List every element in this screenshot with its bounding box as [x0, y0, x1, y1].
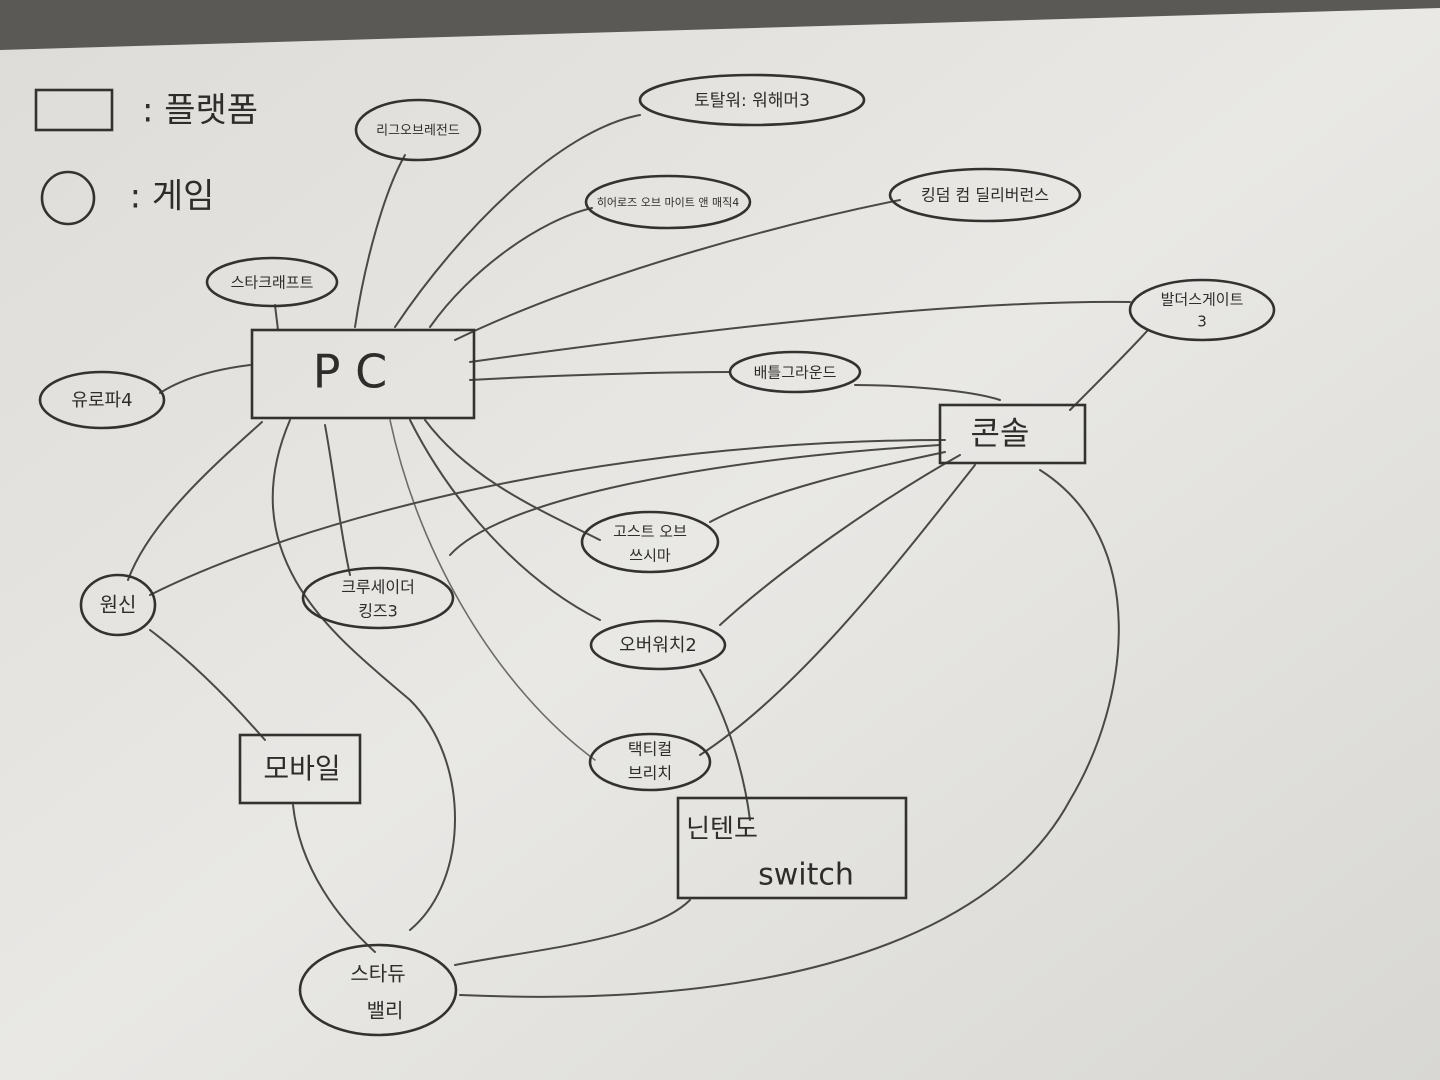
edge-pc-tactics — [389, 419, 596, 761]
game-crusader-label-line2: 킹즈3 — [358, 602, 398, 621]
game-battleground-ellipse — [728, 350, 862, 394]
edge-pc-kingdom — [454, 199, 901, 341]
game-baldurs-label-line1: 발더스게이트 — [1161, 291, 1244, 309]
game-overwatch-ellipse — [589, 619, 727, 671]
edge-pc-totalwar — [394, 114, 641, 328]
edge-pc-league — [354, 154, 406, 328]
legend-game-label: : 게임 — [130, 177, 215, 217]
game-stardew-label-line1: 스타듀 — [350, 962, 405, 986]
legend: : 플랫폼 : 게임 — [34, 88, 258, 226]
connection-lines — [127, 114, 1149, 998]
edge-pc-crusader — [324, 424, 351, 576]
game-starcraft-ellipse — [205, 256, 339, 308]
game-heroes-label: 히어로즈 오브 마이트 앤 매직4 — [597, 195, 739, 209]
edge-console-stardew — [459, 469, 1120, 998]
game-heroes-ellipse — [584, 174, 752, 230]
game-labels: 스타크래프트 리그오브레전드 토탈워: 워해머3 히어로즈 오브 마이트 앤 매… — [71, 91, 1243, 1023]
game-baldurs-label-line2: 3 — [1197, 313, 1207, 331]
edge-switch-stardew — [454, 899, 691, 966]
edge-pc-genshin — [127, 421, 263, 581]
game-totalwar-ellipse — [638, 73, 866, 127]
platform-switch-box — [676, 796, 908, 900]
edge-console-tactics — [699, 464, 976, 756]
platform-mobile-label: 모바일 — [263, 752, 340, 785]
edge-console-ghost — [709, 451, 946, 523]
game-stardew-ellipse — [298, 943, 458, 1037]
game-starcraft-label: 스타크래프트 — [231, 274, 314, 292]
platform-console-label: 콘솔 — [971, 414, 1030, 452]
legend-platform-symbol — [34, 88, 114, 132]
game-crusader-label-line1: 크루세이더 — [341, 578, 415, 597]
game-kingdom-ellipse — [888, 167, 1082, 223]
platform-nodes — [238, 328, 1087, 900]
edge-pc-heroes — [429, 207, 593, 328]
game-baldurs-ellipse — [1128, 278, 1276, 342]
game-totalwar-label: 토탈워: 워해머3 — [694, 91, 810, 111]
edge-switch-overwatch — [699, 669, 751, 821]
edge-pc-ghost — [424, 419, 601, 541]
game-ghost-label-line2: 쓰시마 — [629, 547, 671, 565]
platform-switch-label-line1: 닌텐도 — [686, 815, 758, 845]
game-overwatch-label: 오버워치2 — [619, 635, 697, 656]
edge-console-crusader — [449, 444, 941, 556]
game-genshin-ellipse — [79, 573, 157, 637]
edge-pc-baldurs — [469, 300, 1131, 363]
game-league-ellipse — [354, 98, 482, 162]
platform-labels: P C 콘솔 모바일 닌텐도 switch — [263, 345, 1029, 893]
edge-pc-starcraft — [274, 304, 279, 331]
platform-switch-label-line2: switch — [758, 858, 854, 893]
legend-platform-label: : 플랫폼 — [142, 91, 258, 131]
edge-console-battleground — [854, 384, 1001, 401]
platform-pc-box — [250, 328, 476, 420]
game-europa-ellipse — [38, 370, 166, 430]
game-tactics-label-line1: 택티컬 — [628, 740, 672, 759]
game-genshin-label: 원신 — [100, 593, 137, 617]
platform-console-box — [938, 403, 1087, 465]
platform-mobile-box — [238, 733, 362, 805]
edge-pc-stardew — [271, 419, 456, 931]
edge-mobile-stardew — [292, 804, 376, 953]
game-ghost-ellipse — [580, 510, 720, 574]
game-tactics-label-line2: 브리치 — [628, 764, 672, 783]
edge-console-overwatch — [719, 454, 961, 626]
game-ghost-label-line1: 고스트 오브 — [613, 523, 687, 541]
game-league-label: 리그오브레전드 — [376, 124, 460, 139]
game-nodes — [38, 73, 1276, 1037]
edge-pc-europa — [159, 364, 251, 394]
game-kingdom-label: 킹덤 컴 딜리버런스 — [921, 186, 1049, 205]
legend-game-symbol — [40, 170, 96, 226]
game-tactics-ellipse — [588, 732, 712, 792]
game-crusader-ellipse — [301, 566, 455, 630]
platform-pc-label: P C — [313, 345, 387, 399]
edge-genshin-mobile — [149, 629, 266, 741]
edge-console-baldurs — [1069, 329, 1149, 411]
edge-console-genshin — [149, 439, 946, 596]
game-stardew-label-line2: 밸리 — [367, 999, 404, 1023]
edge-pc-overwatch — [409, 419, 601, 621]
game-europa-label: 유로파4 — [71, 390, 132, 411]
paper-sheet — [0, 8, 1440, 1080]
game-battleground-label: 배틀그라운드 — [754, 364, 837, 382]
edge-pc-battleground — [469, 371, 731, 381]
